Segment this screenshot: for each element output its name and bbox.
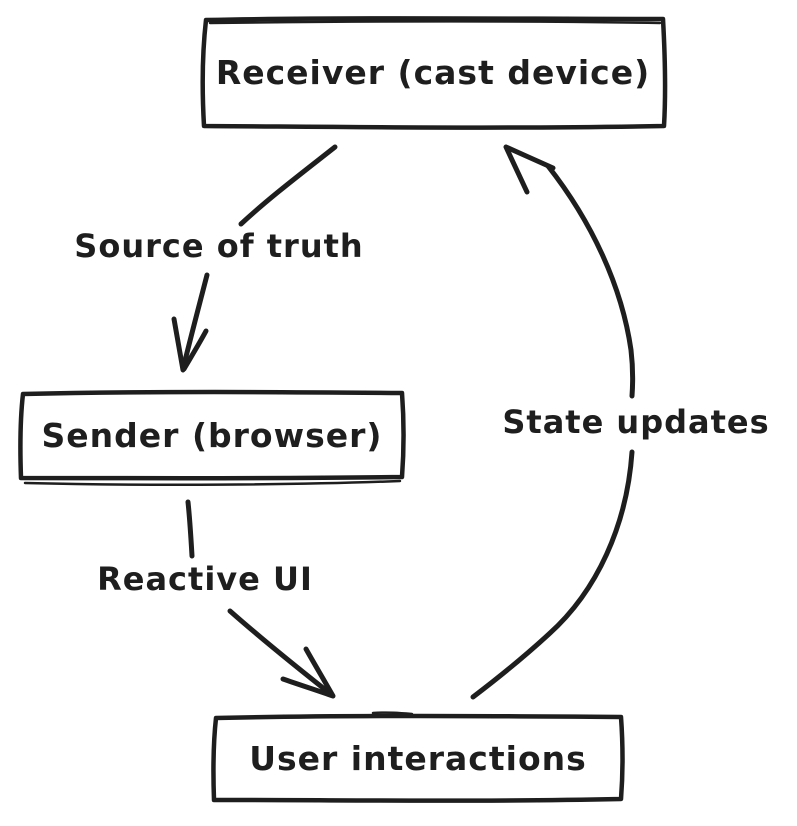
arrow-state-updates: State updates bbox=[470, 144, 769, 700]
arrow-source-of-truth: Source of truth bbox=[74, 144, 363, 373]
state-updates-shaft-lower bbox=[470, 449, 635, 700]
reactive-ui-edge-label: Reactive UI bbox=[97, 560, 313, 598]
user-interactions-box-rough-pass bbox=[371, 711, 414, 716]
node-user-interactions: User interactions bbox=[211, 711, 625, 803]
node-receiver: Receiver (cast device) bbox=[200, 16, 668, 130]
sender-node-label: Sender (browser) bbox=[42, 416, 383, 455]
receiver-node-label: Receiver (cast device) bbox=[216, 53, 650, 92]
arrow-reactive-ui: Reactive UI bbox=[97, 499, 336, 699]
user-interactions-node-label: User interactions bbox=[249, 739, 587, 778]
source-of-truth-edge-label: Source of truth bbox=[74, 227, 363, 265]
sender-box-rough-pass bbox=[23, 479, 402, 486]
state-updates-arrowhead-icon bbox=[503, 144, 556, 195]
receiver-box-outline bbox=[200, 16, 668, 130]
source-of-truth-shaft-upper bbox=[238, 144, 338, 227]
node-sender: Sender (browser) bbox=[18, 389, 406, 486]
source-of-truth-arrowhead-icon bbox=[171, 316, 209, 373]
reactive-ui-shaft-upper bbox=[185, 499, 195, 559]
source-of-truth-shaft-lower bbox=[180, 272, 210, 372]
reactive-ui-shaft-lower bbox=[227, 608, 335, 698]
state-updates-edge-label: State updates bbox=[502, 403, 769, 441]
user-interactions-box-outline bbox=[211, 713, 625, 803]
receiver-box-rough-pass bbox=[208, 20, 662, 25]
sender-box-outline bbox=[18, 389, 406, 481]
state-updates-shaft-upper bbox=[545, 163, 636, 399]
reactive-ui-arrowhead-icon bbox=[280, 646, 336, 699]
